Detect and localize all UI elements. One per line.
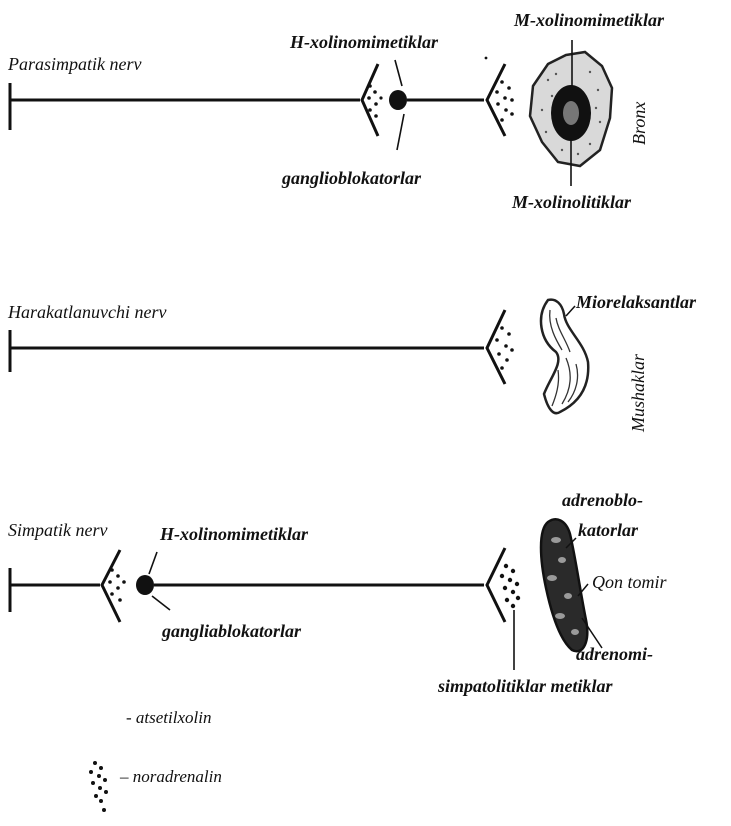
m-xolinomimetic-label: M-xolinomimetiklar — [513, 10, 665, 30]
bronchus-label: Bronx — [629, 102, 649, 145]
sympathetic-ganglion-synapse — [102, 550, 120, 622]
sympathetic-ganglioblocker-pointer — [152, 596, 170, 610]
parasympathetic-ganglion-synapse — [362, 64, 378, 136]
sympathetic-ganglioblocker-label: gangliablokatorlar — [161, 621, 302, 641]
sympathetic-pathway: Simpatik nerv H-xolinomimetiklar ganglia… — [8, 490, 668, 696]
parasympathetic-organ-synapse — [487, 64, 505, 136]
blood-vessel-label: Qon tomir — [592, 572, 668, 592]
parasympathetic-nerve-label: Parasimpatik nerv — [7, 54, 141, 74]
stray-dot — [485, 57, 488, 60]
sympatholytic-adrenomimetic-label-line2: simpatolitiklar metiklar — [437, 676, 614, 696]
sympathetic-ganglion-neuron — [136, 575, 154, 595]
parasympathetic-ganglion-acetylcholine-dots — [367, 84, 382, 118]
legend-acetylcholine-label: - atsetilxolin — [126, 708, 211, 727]
muscles-label: Mushaklar — [628, 353, 648, 433]
miorelaxant-label: Miorelaksantlar — [575, 292, 697, 312]
m-xolinolytic-label: M-xolinolitiklar — [511, 192, 632, 212]
sympathetic-synapse-noradrenaline-dots — [500, 564, 520, 608]
sympathetic-ganglion-acetylcholine-dots — [108, 568, 126, 602]
miorelaxant-pointer — [566, 306, 575, 316]
neuromuscular-synapse — [487, 310, 505, 384]
motor-pathway: Harakatlanuvchi nerv Miorelaksantlar Mus… — [7, 292, 697, 433]
bronchus-lumen-inner — [563, 101, 579, 125]
sympathetic-h-xolinomimetic-pointer — [149, 552, 157, 574]
sympathetic-h-xolinomimetic-label: H-xolinomimetiklar — [159, 524, 309, 544]
muscle-organ — [541, 300, 588, 414]
ganglioblocker-pointer — [397, 114, 404, 150]
parasympathetic-ganglion-neuron — [389, 90, 407, 110]
parasympathetic-pathway: Parasimpatik nerv H-xolinomimetiklar gan… — [7, 10, 665, 212]
parasympathetic-h-xolinomimetic-label: H-xolinomimetiklar — [289, 32, 439, 52]
parasympathetic-ganglioblocker-label: ganglioblokatorlar — [281, 168, 422, 188]
neuromuscular-acetylcholine-dots — [495, 326, 514, 370]
h-xolinomimetic-pointer — [395, 60, 402, 86]
legend: - atsetilxolin – noradrenalin — [89, 708, 222, 812]
parasympathetic-synapse-acetylcholine-dots — [495, 80, 514, 122]
adrenomimetic-label-line1: adrenomi- — [576, 644, 653, 664]
adrenoblocker-label-line2: katorlar — [578, 520, 639, 540]
legend-noradrenaline-dots — [89, 761, 108, 812]
sympathetic-organ-synapse — [487, 548, 505, 622]
adrenoblocker-label-line1: adrenoblo- — [562, 490, 643, 510]
sympathetic-nerve-label: Simpatik nerv — [8, 520, 107, 540]
motor-nerve-label: Harakatlanuvchi nerv — [7, 302, 166, 322]
legend-noradrenaline-label: – noradrenalin — [119, 767, 222, 786]
